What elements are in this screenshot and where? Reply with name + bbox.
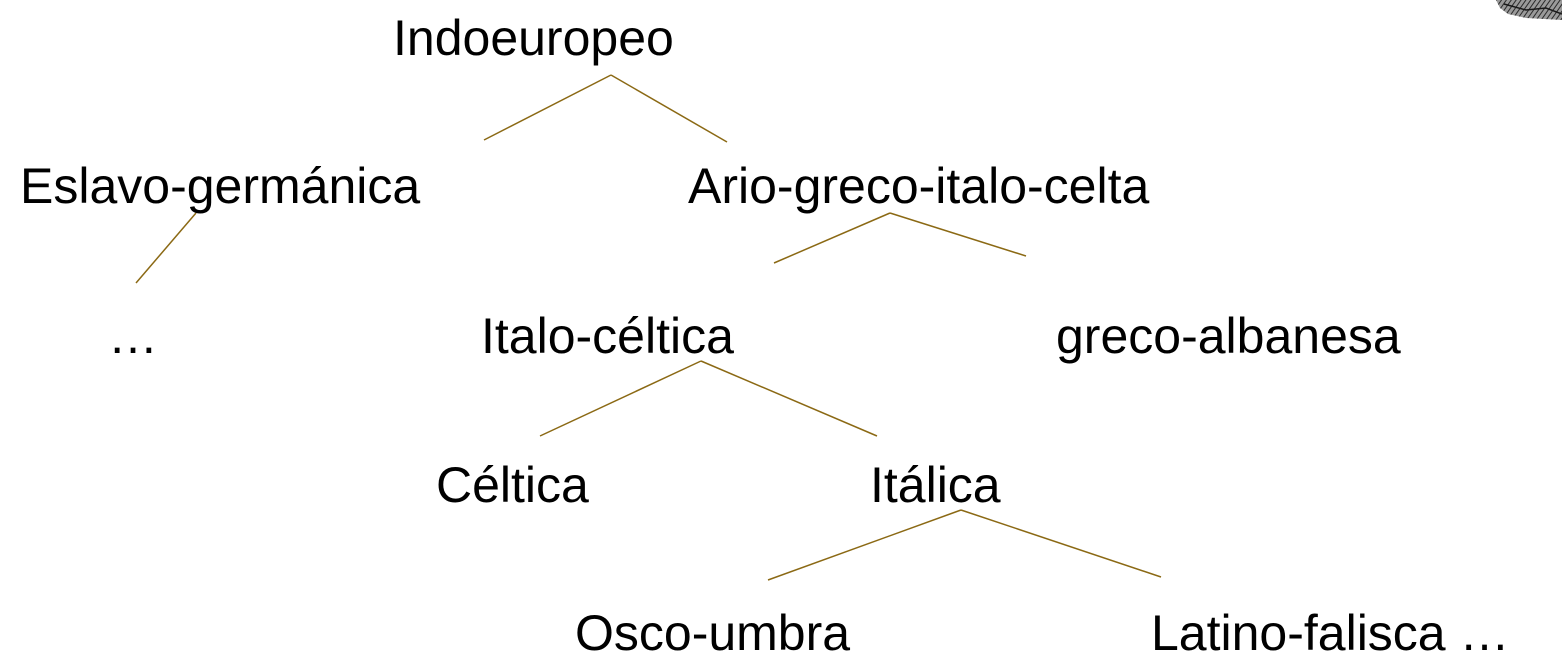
edge-italo-celtica-celtica [539,360,702,437]
node-osco-umbra: Osco-umbra [575,605,850,656]
tree-nodes: Indoeuropeo Eslavo-germánica Ario-greco-… [20,10,1510,656]
edge-indoeuropeo-ario-greco-italo-celta [610,74,728,143]
node-ario-greco-italo-celta: Ario-greco-italo-celta [688,158,1149,214]
edge-italo-celtica-italica [700,360,878,437]
tree-edges [135,74,1162,581]
node-italica: Itálica [870,457,1001,513]
node-latino-falisca: Latino-falisca … [1151,605,1510,656]
node-celtica: Céltica [436,457,589,513]
edge-eslavo-germanica-ellipsis [135,212,197,284]
node-greco-albanesa: greco-albanesa [1056,308,1401,364]
node-indoeuropeo: Indoeuropeo [393,10,674,66]
node-eslavo-germanica: Eslavo-germánica [20,158,420,214]
edge-ario-greco-italo-celta-italo-celtica [773,212,891,264]
edge-italica-latino-falisca [960,509,1162,578]
node-italo-celtica: Italo-céltica [481,308,734,364]
edge-indoeuropeo-eslavo-germanica [483,74,612,141]
corner-photo-fragment [1496,0,1562,20]
edge-ario-greco-italo-celta-greco-albanesa [889,212,1027,257]
node-ellipsis: … [108,308,158,364]
edge-italica-osco-umbra [767,509,962,581]
